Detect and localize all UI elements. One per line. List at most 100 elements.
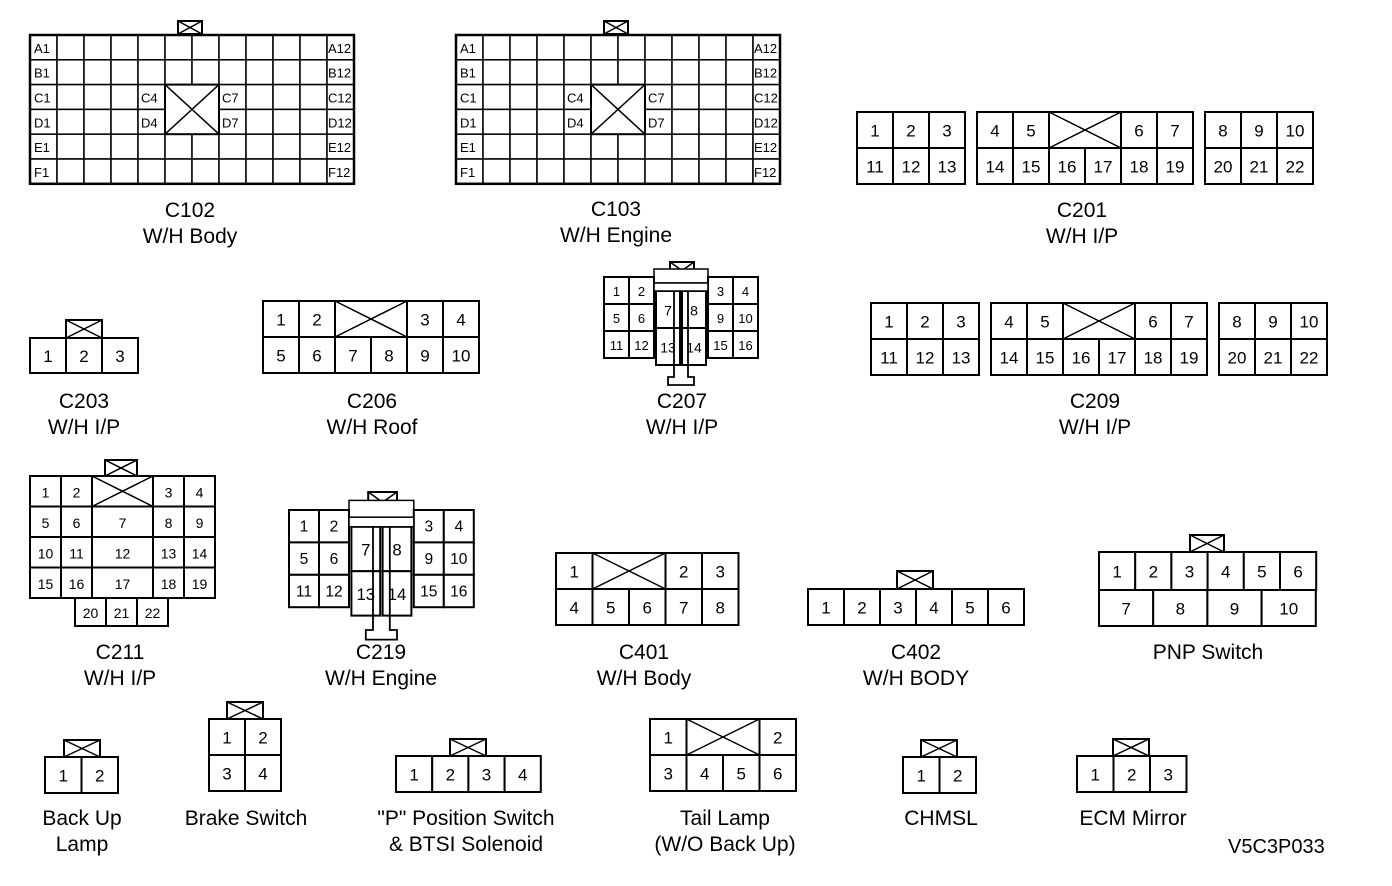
pin-label: 17 [115, 576, 131, 592]
pin-label: 2 [857, 599, 866, 618]
cavity-box [509, 83, 538, 111]
pin-label: B12 [328, 66, 351, 81]
pin-label: 7 [1170, 122, 1179, 141]
pin-label: 1 [917, 767, 926, 786]
caption-c201: C201 W/H I/P [1046, 198, 1118, 250]
caption-c103: C103 W/H Engine [560, 197, 672, 249]
cavity-box [617, 34, 646, 61]
connector-desc: (W/O Back Up) [654, 833, 796, 856]
pin-label: E12 [328, 140, 351, 155]
pin-label: 6 [73, 515, 81, 531]
cavity-box [164, 158, 193, 185]
pin-label: 4 [518, 766, 527, 785]
pin-label: 1 [1112, 563, 1121, 582]
pin-label: E12 [754, 140, 777, 155]
connector-name: C203 [58, 390, 110, 413]
cavity-box [442, 300, 480, 338]
cavity-box [152, 536, 185, 569]
cavity-box [299, 34, 328, 61]
pin-label: C1 [34, 91, 51, 106]
pin-label: 1 [409, 766, 418, 785]
cavity-box [1170, 302, 1208, 340]
pin-label: 13 [952, 349, 971, 368]
connector-name: C401 [618, 641, 670, 664]
pin-label: 15 [1036, 349, 1055, 368]
cavity-box [536, 108, 565, 135]
pin-label: 14 [192, 545, 208, 561]
cavity-box [509, 158, 538, 185]
cavity-box [83, 158, 112, 185]
cavity-box [272, 158, 301, 185]
pin-label: 10 [1300, 313, 1319, 332]
pin-label: 1 [59, 767, 68, 786]
cavity-box [395, 755, 434, 793]
pin-label: F1 [460, 165, 475, 180]
pin-label: 2 [953, 767, 962, 786]
line [63, 739, 101, 758]
pin-label: 1 [43, 347, 52, 366]
pin-label: C12 [754, 91, 778, 106]
cavity-box [245, 34, 274, 61]
lock-tab-icon [896, 570, 934, 590]
caption-tail: Tail Lamp (W/O Back Up) [654, 806, 795, 858]
pin-label: 1 [570, 563, 579, 582]
cavity-box [1290, 338, 1328, 376]
pin-label: 7 [348, 347, 357, 366]
lock-tab-icon [226, 701, 264, 720]
cavity-box [644, 59, 673, 86]
cavity-box [1062, 338, 1100, 376]
pin-label: 14 [686, 340, 702, 356]
pin-label: E1 [34, 140, 50, 155]
cavity-box [644, 133, 673, 160]
cavity-box [563, 133, 592, 160]
pin-label: 2 [920, 313, 929, 332]
connector-name: C102 [164, 199, 216, 222]
cavity-box [938, 756, 977, 794]
line [226, 701, 264, 720]
pin-label: 9 [1230, 600, 1239, 619]
connector-desc: W/H Roof [326, 416, 418, 439]
caption-chmsl: CHMSL [904, 806, 978, 832]
caption-brake: Brake Switch [185, 806, 308, 832]
line [65, 319, 103, 339]
pin-label: 11 [610, 338, 624, 353]
line [592, 552, 666, 590]
pin-label: 3 [222, 765, 231, 784]
cavity-box [1012, 111, 1050, 149]
cavity-box [628, 303, 655, 332]
pin-label: 16 [1072, 349, 1091, 368]
pin-label: 21 [114, 605, 130, 621]
line [1062, 302, 1136, 340]
pin-label: 3 [420, 311, 429, 330]
cavity-box [56, 83, 85, 111]
cavity-box [482, 83, 511, 111]
pin-label: 5 [1257, 563, 1266, 582]
pin-label: 3 [664, 765, 673, 784]
pin-label: 17 [1094, 158, 1113, 177]
cavity-box [65, 337, 103, 374]
pin-label: 2 [330, 519, 339, 536]
cavity-box [442, 509, 475, 544]
cavity-box [1156, 147, 1194, 185]
cavity-box [208, 718, 246, 756]
connector-name: C209 [1069, 390, 1121, 413]
cavity-box [272, 34, 301, 61]
connector-desc: W/H I/P [645, 416, 719, 439]
cavity-box [536, 133, 565, 160]
pin-label: 4 [454, 519, 463, 536]
cavity-box [758, 718, 797, 756]
pin-label: 15 [1022, 158, 1041, 177]
cavity-box [671, 133, 700, 160]
cavity-box [725, 133, 754, 160]
cavity-box [628, 330, 655, 359]
pin-label: B1 [34, 66, 50, 81]
cavity-box [725, 158, 754, 185]
connector-name: C402 [890, 641, 942, 664]
pin-label: 4 [196, 484, 204, 500]
